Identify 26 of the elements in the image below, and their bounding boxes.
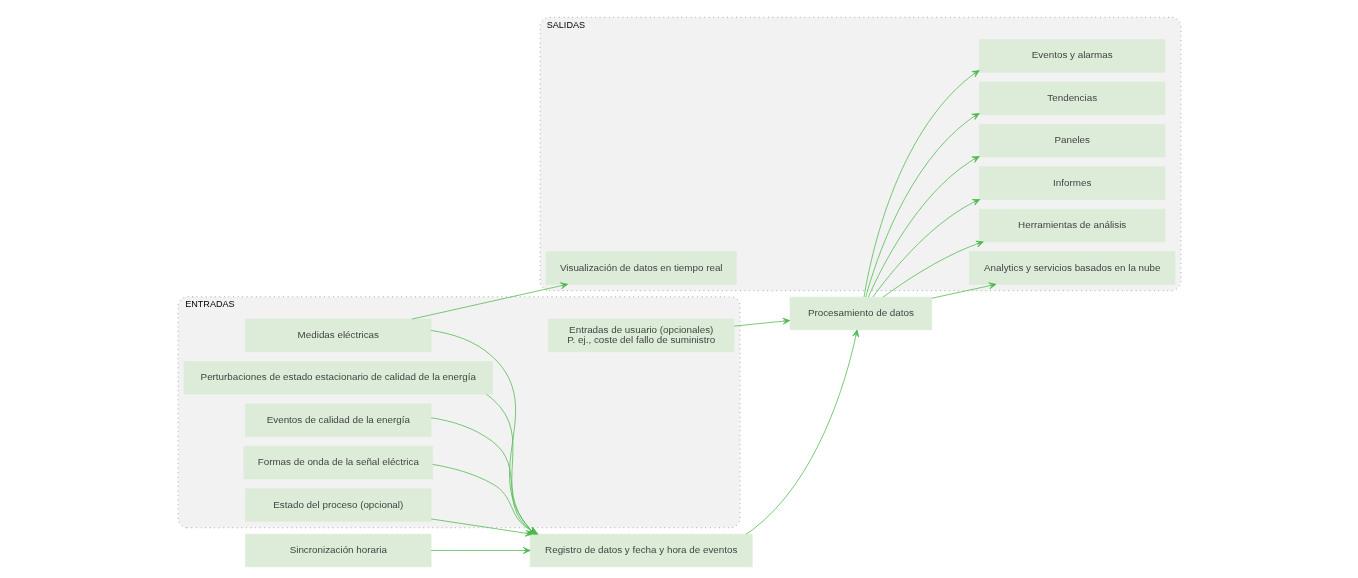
arrow [863, 70, 980, 298]
arrow [867, 156, 980, 298]
node-box: Analytics y servicios basados en la nube [968, 251, 1175, 285]
node-box: Medidas eléctricas [244, 318, 431, 353]
arrow [882, 240, 984, 298]
node-box: Visualización de datos en tiempo real [545, 251, 737, 285]
node-box: Formas de onda de la señal eléctrica [243, 445, 433, 480]
node-box: Tendencias [978, 81, 1165, 115]
arrow [733, 317, 790, 327]
node-box: Perturbaciones de estado estacionario de calidad de la energía [183, 361, 493, 395]
node-box: Eventos y alarmas [978, 39, 1165, 73]
node-box: Registro de datos y fecha y hora de eventos [529, 533, 753, 568]
arrow [430, 547, 530, 554]
node-box: Herramientas de análisis [978, 208, 1165, 243]
arrow [411, 282, 568, 320]
arrow [872, 199, 980, 298]
node-box: Entradas de usuario (opcionales) P. ej., coste del fallo de suministro [547, 318, 734, 353]
node-box: Informes [978, 166, 1165, 200]
arrow [930, 282, 996, 299]
node-box: Estado del proceso (opcional) [244, 488, 431, 522]
node-box: Procesamiento de datos [789, 296, 932, 331]
node-box: Sincronización horaria [244, 533, 431, 568]
arrow [745, 329, 859, 535]
arrow [864, 113, 980, 298]
node-box: Eventos de calidad de la energía [244, 403, 431, 437]
node-box: Paneles [978, 124, 1165, 158]
